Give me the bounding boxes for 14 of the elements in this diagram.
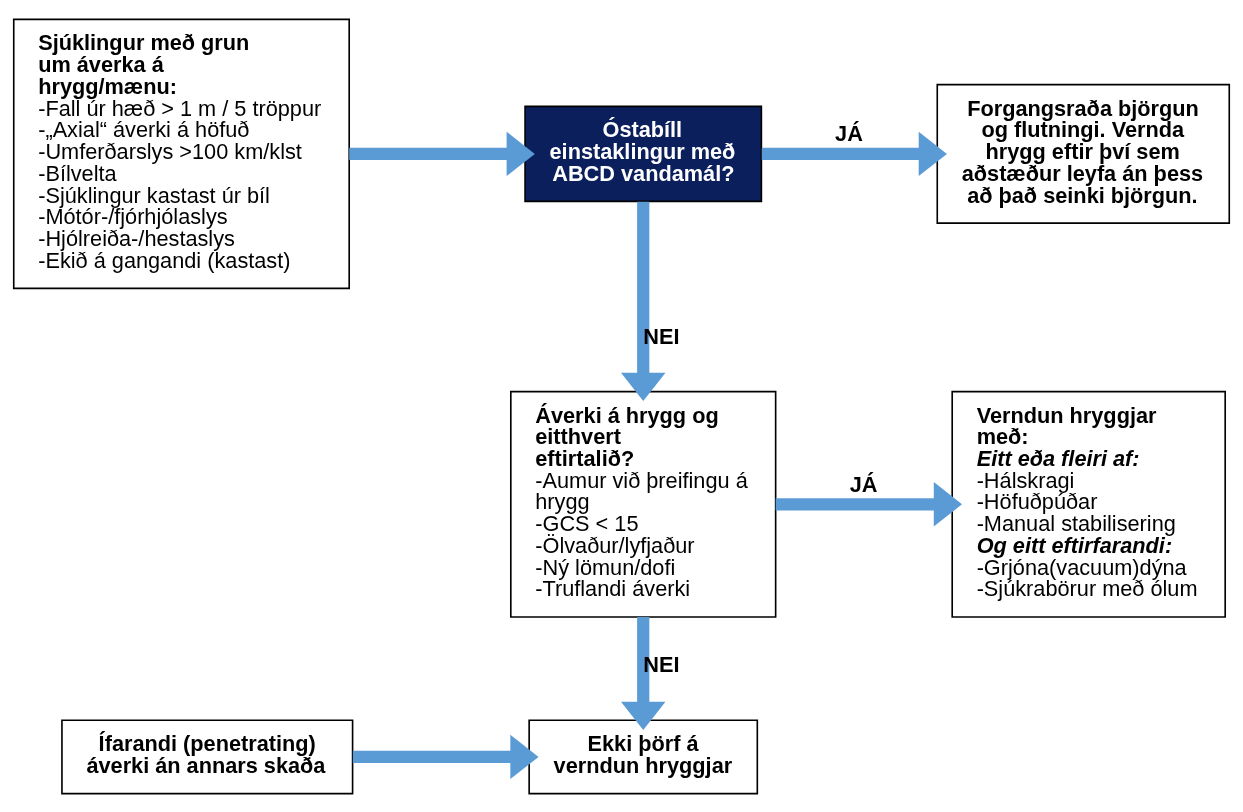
node-box: Ekki þörf á verndun hryggjar bbox=[528, 718, 759, 794]
arrow bbox=[349, 131, 535, 176]
arrow bbox=[352, 734, 539, 779]
node-box: Verndun hryggjar með: Eitt eða fleiri af: -Hálskragi -Höfuðpúðar -Manual stabilisering Og eitt eftirfarandi: -Grjóna(vacuum)dýna -Sjúkrabörur með ólum bbox=[951, 390, 1226, 618]
edge-label: JÁ bbox=[849, 471, 878, 497]
arrow bbox=[621, 201, 666, 401]
node-box: Sjúklingur með grun um áverka á hrygg/mænu: -Fall úr hæð > 1 m / 5 tröppur -„Axial“ áverki á höfuð -Umferðarslys >100 km/klst -Bílvelta -Sjúklingur kastast úr bíl -Mótór-/fjórhjólaslys -Hjólreiða-/hestaslys -Ekið á gangandi (kastast) bbox=[12, 18, 350, 289]
arrow bbox=[775, 481, 962, 526]
edge-label: JÁ bbox=[835, 120, 863, 146]
node-box: Forgangsraða björgun og flutningi. Vernda hrygg eftir því sem aðstæður leyfa án þess að það seinki björgun. bbox=[936, 83, 1231, 224]
arrow bbox=[761, 131, 947, 176]
node-box: Óstabíll einstaklingur með ABCD vandamál? bbox=[524, 105, 763, 202]
node-box: Áverki á hrygg og eitthvert eftirtalið? -Aumur við þreifingu á hrygg -GCS < 15 -Ölvaður/lyfjaður -Ný lömun/dofi -Truflandi áverki bbox=[510, 390, 777, 618]
node-box: Ífarandi (penetrating) áverki án annars skaða bbox=[61, 718, 354, 794]
